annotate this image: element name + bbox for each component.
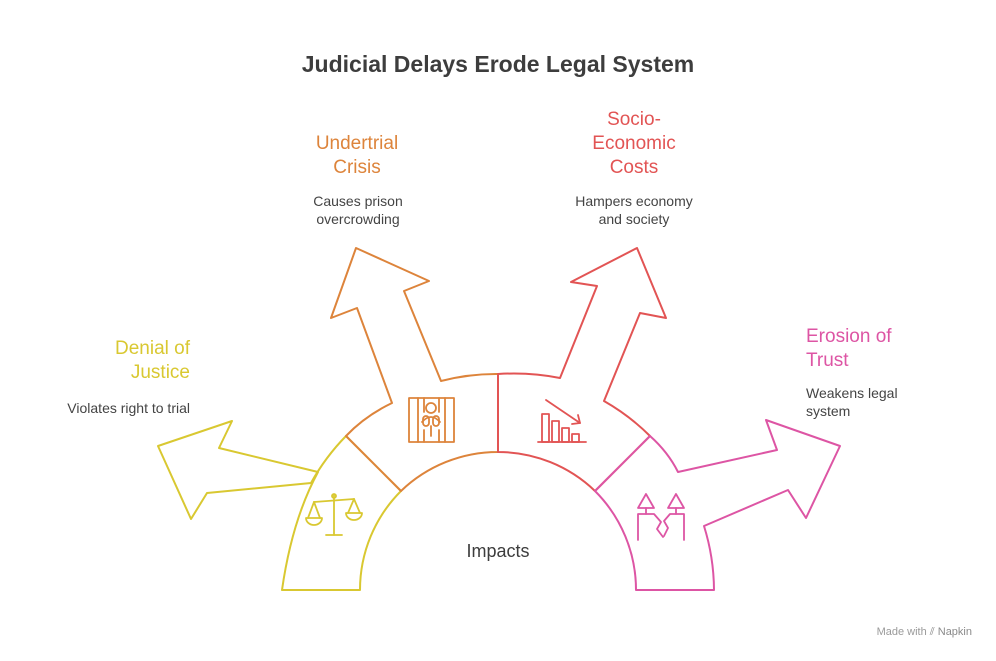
desc-socio-economic-costs: Hampers economy and society <box>575 193 693 227</box>
heading-erosion-of-trust: Erosion of Trust <box>806 326 892 371</box>
desc-undertrial-crisis: Causes prison overcrowding <box>313 193 403 227</box>
diagram-title: Judicial Delays Erode Legal System <box>301 51 695 77</box>
heading-denial-of-justice: Denial of Justice <box>115 338 190 383</box>
desc-erosion-of-trust: Weakens legal system <box>806 385 898 419</box>
arrow-undertrial-crisis <box>330 247 499 492</box>
scales-icon <box>305 493 363 536</box>
footer-brand: Napkin <box>937 626 972 638</box>
footer-made-with: Made with <box>876 626 927 638</box>
arrow-socio-economic-costs <box>497 247 667 492</box>
desc-denial-of-justice: Violates right to trial <box>67 400 190 416</box>
declining-chart-icon <box>537 399 587 443</box>
broken-pillars-icon <box>637 493 685 541</box>
center-label: Impacts <box>466 541 530 561</box>
arrow-erosion-of-trust <box>594 419 841 591</box>
made-with-napkin-footer: Made with ⫽ Napkin <box>877 626 972 639</box>
arrow-denial-of-justice <box>157 420 402 591</box>
prison-bars-icon <box>408 397 455 443</box>
heading-socio-economic-costs: Socio-Economic Costs <box>592 109 676 178</box>
heading-undertrial-crisis: Undertrial Crisis <box>315 133 399 178</box>
napkin-logo-icon: ⫽ <box>929 626 935 638</box>
